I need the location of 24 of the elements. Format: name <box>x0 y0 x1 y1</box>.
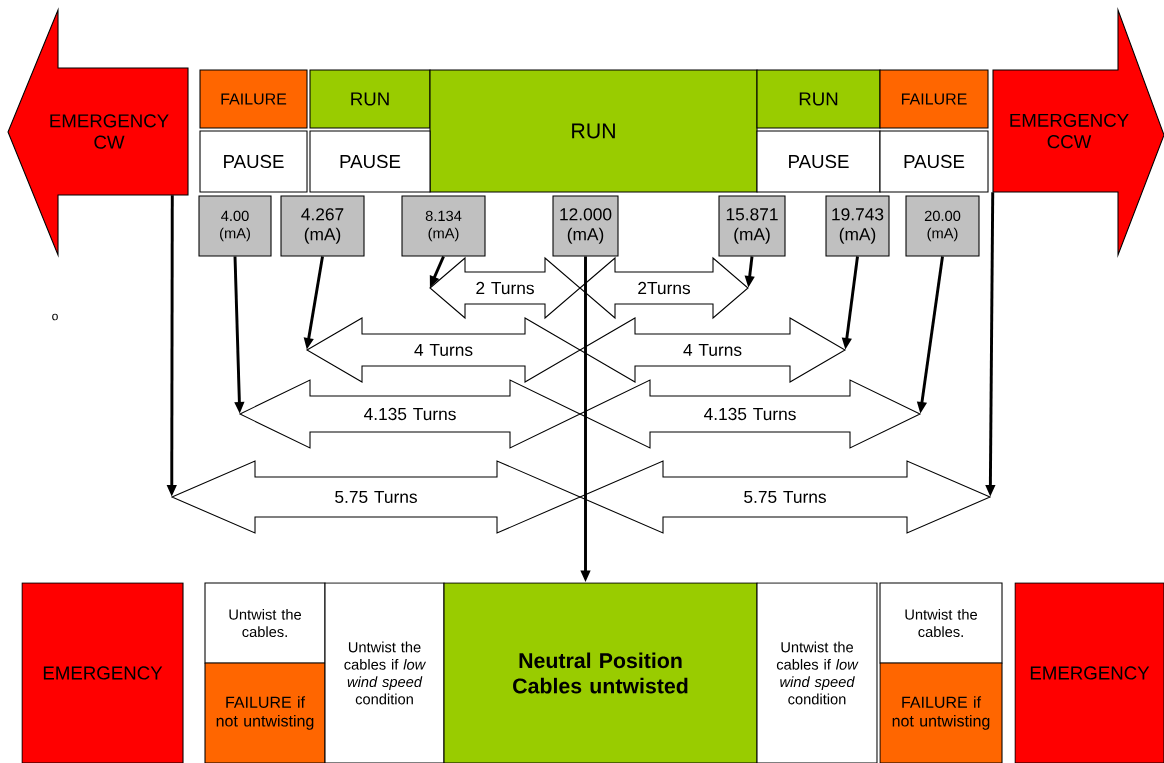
state-box: Untwist the cables. <box>204 582 326 664</box>
state-box: RUN <box>756 69 881 129</box>
current-box: 4.00 (mA) <box>198 195 272 257</box>
current-box: 15.871 (mA) <box>718 195 786 257</box>
state-box: Untwist the cables. <box>879 582 1003 664</box>
current-box: 19.743 (mA) <box>825 195 890 257</box>
state-box: FAILURE if not untwisting <box>879 662 1003 763</box>
current-box: 12.000 (mA) <box>552 195 619 257</box>
current-box: 4.267 (mA) <box>280 195 365 257</box>
state-box: PAUSE <box>309 130 431 193</box>
state-box: PAUSE <box>756 130 881 193</box>
state-box: PAUSE <box>879 130 989 193</box>
state-box: RUN <box>429 69 758 193</box>
current-box: 8.134 (mA) <box>401 195 486 257</box>
state-box: FAILURE if not untwisting <box>204 662 326 763</box>
current-box: 20.00 (mA) <box>905 195 980 257</box>
state-box: FAILURE <box>879 69 989 129</box>
state-box: PAUSE <box>199 130 308 193</box>
note-mark: o <box>52 313 58 321</box>
state-box: Neutral Position Cables untwisted <box>443 582 758 763</box>
state-box: EMERGENCY <box>21 582 184 763</box>
state-box: RUN <box>309 69 431 129</box>
state-box: EMERGENCY <box>1014 582 1164 763</box>
state-box: FAILURE <box>199 69 308 129</box>
